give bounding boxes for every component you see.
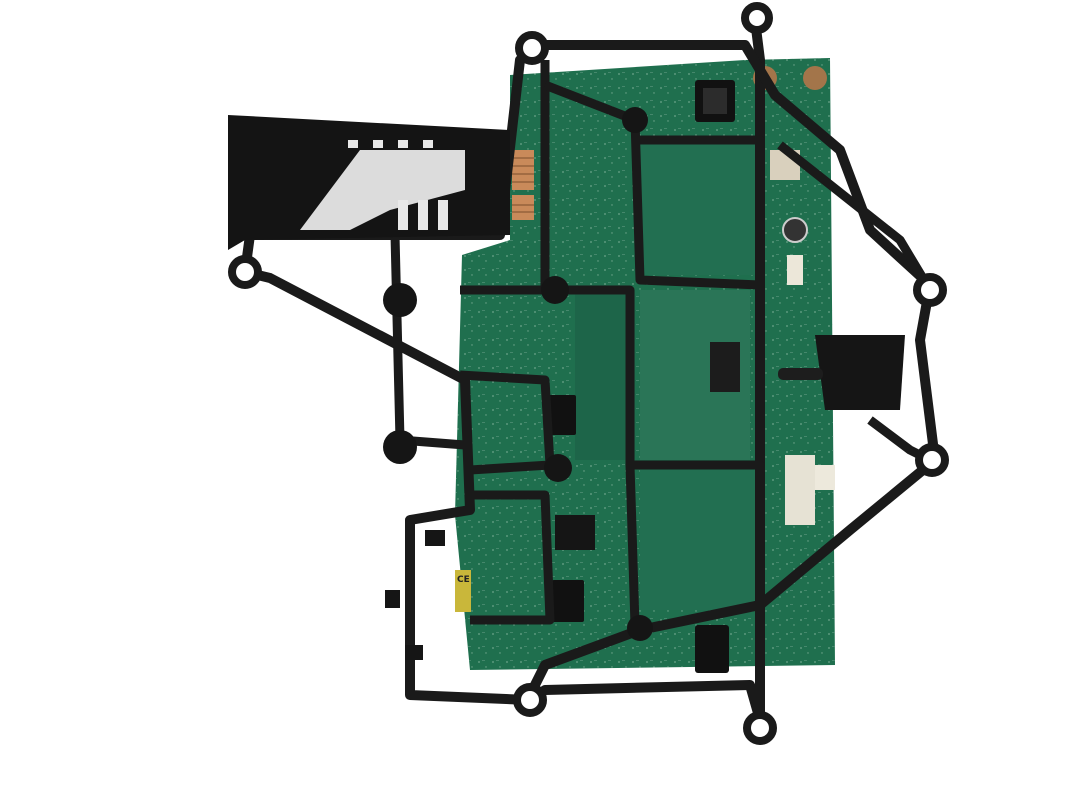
housing-vent-3	[438, 200, 448, 230]
contact-pad-upper	[512, 150, 534, 190]
right-clip	[778, 335, 905, 410]
left-housing	[228, 115, 510, 250]
frame-rib-3	[635, 135, 765, 285]
housing-slot-1	[348, 140, 358, 148]
connector-top-slot	[703, 88, 727, 114]
screw-terminal-right	[803, 66, 827, 90]
frame-rib-7	[625, 464, 640, 626]
tab-3	[405, 645, 423, 660]
plastic-frame	[240, 19, 940, 725]
connector-bottom	[695, 625, 729, 673]
post-4	[544, 454, 572, 482]
capacitor	[782, 217, 808, 243]
housing-vent-1	[398, 200, 408, 230]
frame-rib-9	[777, 141, 934, 293]
mount-ring-right-lower	[915, 443, 949, 477]
housing-opening	[300, 150, 465, 230]
ce-label: CE	[455, 570, 471, 612]
housing-slot-3	[398, 140, 408, 148]
tab-1	[425, 530, 445, 546]
frame-rib-2	[543, 80, 761, 290]
clip-body	[815, 335, 905, 410]
frame-rib-5	[459, 370, 555, 475]
mount-ring-top-left	[515, 31, 549, 65]
white-connector-small	[815, 465, 835, 490]
mount-ring-bottom	[743, 711, 777, 745]
ce-label-text: CE	[457, 575, 470, 585]
clip-lever	[778, 368, 823, 380]
mount-ring-top	[741, 2, 773, 34]
post-6	[627, 615, 653, 641]
connector-middle	[548, 395, 576, 435]
tab-2	[385, 590, 400, 608]
housing-vent-2	[418, 200, 428, 230]
white-connector-strip	[785, 455, 815, 525]
contact-pad-lower	[512, 195, 534, 220]
gold-contacts	[512, 150, 534, 220]
post-5	[622, 107, 648, 133]
housing-slot-4	[423, 140, 433, 148]
pcb-zone-bottom-right	[640, 470, 755, 610]
ic-chip	[555, 515, 595, 550]
mount-ring-bottom-left	[513, 683, 547, 717]
ce-label-sticker	[455, 570, 471, 612]
mount-ring-right-upper	[913, 273, 947, 307]
frame-tabs	[385, 530, 445, 660]
housing-slot-2	[373, 140, 383, 148]
mounting-holes	[228, 2, 949, 745]
white-connector-side	[787, 255, 803, 285]
frame-rib-8	[390, 234, 466, 450]
post-3	[541, 276, 569, 304]
mount-ring-left	[228, 255, 262, 289]
post-2	[383, 430, 417, 464]
pin-header	[710, 342, 740, 392]
post-1	[383, 283, 417, 317]
connector-bottom-left	[552, 580, 584, 622]
pcb-zone-center	[575, 290, 635, 460]
frame-rib-6	[470, 490, 555, 625]
frame-outer-ring	[240, 40, 940, 698]
frame-posts	[383, 107, 653, 641]
pcb-zone-top-right	[640, 140, 755, 275]
